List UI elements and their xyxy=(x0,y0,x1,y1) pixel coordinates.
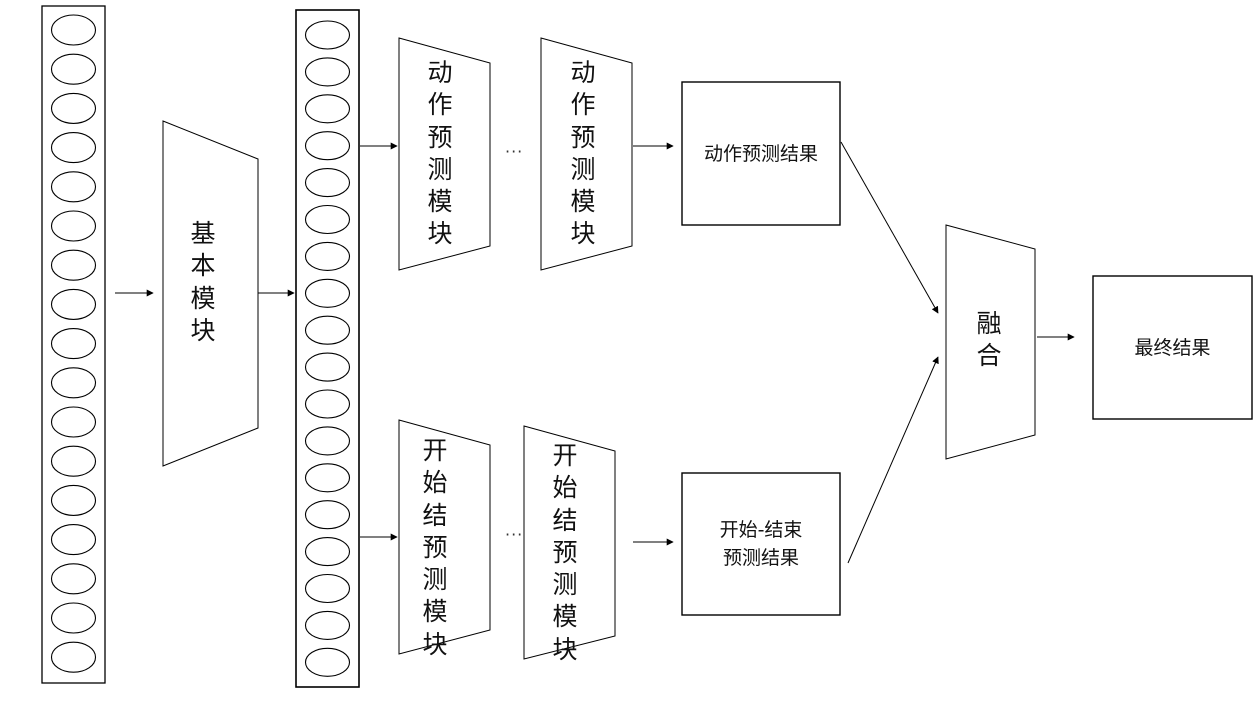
neuron-circle xyxy=(50,53,97,85)
label-char: 本 xyxy=(190,251,216,281)
basic-module-label: 基本模块 xyxy=(188,218,218,347)
neuron-circle xyxy=(304,168,351,198)
neuron-circle xyxy=(50,14,97,46)
neuron-circle xyxy=(304,426,351,456)
neuron-circle xyxy=(304,647,351,677)
neuron-circle xyxy=(304,500,351,530)
label-char: 预 xyxy=(552,537,578,567)
neuron-circle xyxy=(50,406,97,438)
label-char: 动 xyxy=(570,58,596,87)
neuron-circle xyxy=(304,352,351,382)
boundary-module-1-shape xyxy=(398,419,491,655)
neuron-circle xyxy=(304,204,351,235)
neuron-circle xyxy=(304,57,351,87)
basic-module-shape xyxy=(162,120,259,467)
input-circles xyxy=(50,14,97,673)
boundary-module-2-shape xyxy=(523,425,616,660)
label-char: 动 xyxy=(427,58,453,87)
label-char: 模 xyxy=(552,602,578,632)
neuron-circle xyxy=(304,315,351,345)
label-char: 始 xyxy=(422,468,448,498)
feature-column xyxy=(295,9,360,688)
neuron-circle xyxy=(50,328,97,360)
label-char: 块 xyxy=(422,629,448,659)
label-char: 块 xyxy=(190,315,216,345)
label-char: 测 xyxy=(570,154,596,184)
label-char: 结 xyxy=(552,505,578,535)
label-char: 块 xyxy=(570,219,596,249)
neuron-circle xyxy=(50,288,97,320)
label-char: 模 xyxy=(427,187,453,216)
feature-circles xyxy=(304,20,351,677)
label-char: 结 xyxy=(422,500,448,530)
neuron-circle xyxy=(304,20,351,50)
neuron-circle xyxy=(304,94,351,124)
label-char: 开 xyxy=(422,436,448,465)
fusion-shape xyxy=(945,224,1036,460)
action-module-2-shape xyxy=(540,37,633,271)
label-char: 始 xyxy=(552,473,578,503)
label-char: 融 xyxy=(976,309,1002,338)
boundary-module-1-label: 开始结预测模块 xyxy=(420,435,450,661)
boundary-ellipsis: ··· xyxy=(505,525,524,544)
neuron-circle xyxy=(50,602,97,634)
label-char: 作 xyxy=(570,90,596,120)
action-result-box xyxy=(681,81,841,226)
boundary-module-2-label: 开始结预测模块 xyxy=(550,440,580,666)
neuron-circle xyxy=(50,249,97,281)
label-char: 开 xyxy=(552,441,578,470)
neuron-circle xyxy=(50,524,97,556)
label-char: 预 xyxy=(422,532,448,562)
label-char: 预 xyxy=(570,122,596,152)
action-module-1-shape xyxy=(398,37,491,271)
arrow-boundary-result-to-fusion xyxy=(847,356,939,564)
label-char: 模 xyxy=(422,597,448,627)
label-char: 合 xyxy=(976,341,1002,371)
neuron-circle xyxy=(50,171,97,203)
label-char: 模 xyxy=(570,187,596,216)
neuron-circle xyxy=(50,367,97,399)
neuron-circle xyxy=(304,573,351,604)
final-result-label: 最终结果 xyxy=(1134,337,1211,359)
action-ellipsis: ··· xyxy=(505,142,524,161)
action-module-2-label: 动作预测模块 xyxy=(568,57,598,251)
neuron-circle xyxy=(304,389,351,419)
boundary-result-label-line2: 预测结果 xyxy=(722,547,799,569)
action-module-1-label: 动作预测模块 xyxy=(425,57,455,251)
neuron-circle xyxy=(50,132,97,164)
label-char: 测 xyxy=(552,570,578,599)
input-column xyxy=(41,5,106,684)
neuron-circle xyxy=(304,241,351,271)
boundary-result-box xyxy=(681,472,841,616)
label-char: 预 xyxy=(427,122,453,152)
label-char: 测 xyxy=(422,565,448,594)
neuron-circle xyxy=(50,484,97,516)
neuron-circle xyxy=(50,445,97,477)
neuron-circle xyxy=(50,210,97,242)
arrow-action-result-to-fusion xyxy=(840,141,939,314)
label-char: 作 xyxy=(427,90,453,120)
action-result-label: 动作预测结果 xyxy=(703,143,818,165)
neuron-circle xyxy=(304,463,351,493)
label-char: 块 xyxy=(552,634,578,664)
neuron-circle xyxy=(304,131,351,161)
neuron-circle xyxy=(50,563,97,595)
neuron-circle xyxy=(304,610,351,640)
label-char: 测 xyxy=(427,154,453,184)
label-char: 块 xyxy=(427,219,453,249)
label-char: 模 xyxy=(190,283,216,313)
neuron-circle xyxy=(50,641,97,673)
neuron-circle xyxy=(304,537,351,567)
neuron-circle xyxy=(50,92,97,124)
boundary-result-label-line1: 开始-结束 xyxy=(719,519,803,541)
fusion-label: 融合 xyxy=(974,308,1004,373)
neuron-circle xyxy=(304,278,351,308)
label-char: 基 xyxy=(190,219,216,248)
final-result-box xyxy=(1092,275,1253,420)
